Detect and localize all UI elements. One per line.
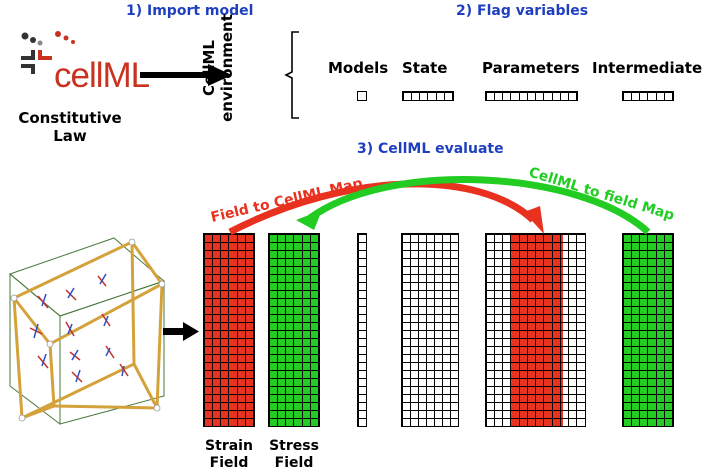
intermediate-field-grid xyxy=(622,233,674,427)
strain-line-2: Field xyxy=(209,455,249,471)
stress-cell xyxy=(310,417,320,427)
grid-cell xyxy=(568,91,578,101)
grid-cell xyxy=(664,91,674,101)
field-to-cellml-arrowhead xyxy=(524,206,544,234)
models-field-grid xyxy=(357,233,367,427)
cellml-to-field-arrow xyxy=(307,176,651,235)
parameter-cell xyxy=(576,417,586,427)
strain-cell xyxy=(245,417,255,427)
models-label: Models xyxy=(328,59,389,77)
parameters-field-grid xyxy=(485,233,586,427)
caption-line-1: Constitutive xyxy=(18,109,122,127)
parameters-flag-grid xyxy=(485,91,578,101)
strain-field-caption: Strain Field xyxy=(198,438,260,472)
intermediate-cell xyxy=(664,417,674,427)
import-arrow xyxy=(140,64,232,86)
stress-field-caption: Stress Field xyxy=(263,438,325,472)
logo-wordmark: cellML xyxy=(54,56,150,95)
state-field-grid xyxy=(401,233,459,427)
intermediate-flag-grid xyxy=(622,91,674,101)
parameters-label: Parameters xyxy=(482,59,580,77)
strain-field-grid xyxy=(203,233,255,427)
models-flag-grid xyxy=(357,91,367,101)
cellml-environment-label: CellML environment xyxy=(200,13,240,123)
cellml-to-field-arrowhead xyxy=(296,210,322,230)
model-cell xyxy=(357,417,367,427)
cellml-to-field-label: CellML to field Map xyxy=(527,165,676,225)
map-arrows: Field to CellML Map CellML to field Map xyxy=(209,165,676,236)
mesh-to-fields-arrow xyxy=(163,322,199,341)
finite-element-mesh xyxy=(9,237,166,426)
environment-line-1: CellML xyxy=(200,40,218,96)
state-label: State xyxy=(402,59,448,77)
intermediate-label: Intermediate xyxy=(592,59,703,77)
caption-line-2: Law xyxy=(53,127,87,145)
strain-line-1: Strain xyxy=(205,438,253,454)
step-1-title: 1) Import model xyxy=(126,3,254,19)
cellml-logo: cellML xyxy=(18,30,150,100)
step-2-title: 2) Flag variables xyxy=(456,3,589,19)
logo-text: cellML xyxy=(54,56,150,96)
stress-field-grid xyxy=(268,233,320,427)
environment-line-2: environment xyxy=(218,14,236,122)
grid-cell xyxy=(444,91,454,101)
stress-line-1: Stress xyxy=(269,438,319,454)
state-cell xyxy=(449,417,459,427)
environment-brace xyxy=(284,31,299,119)
state-flag-grid xyxy=(402,91,454,101)
step-3-title: 3) CellML evaluate xyxy=(357,141,504,157)
constitutive-law-caption: Constitutive Law xyxy=(10,109,130,145)
stress-line-2: Field xyxy=(274,455,314,471)
